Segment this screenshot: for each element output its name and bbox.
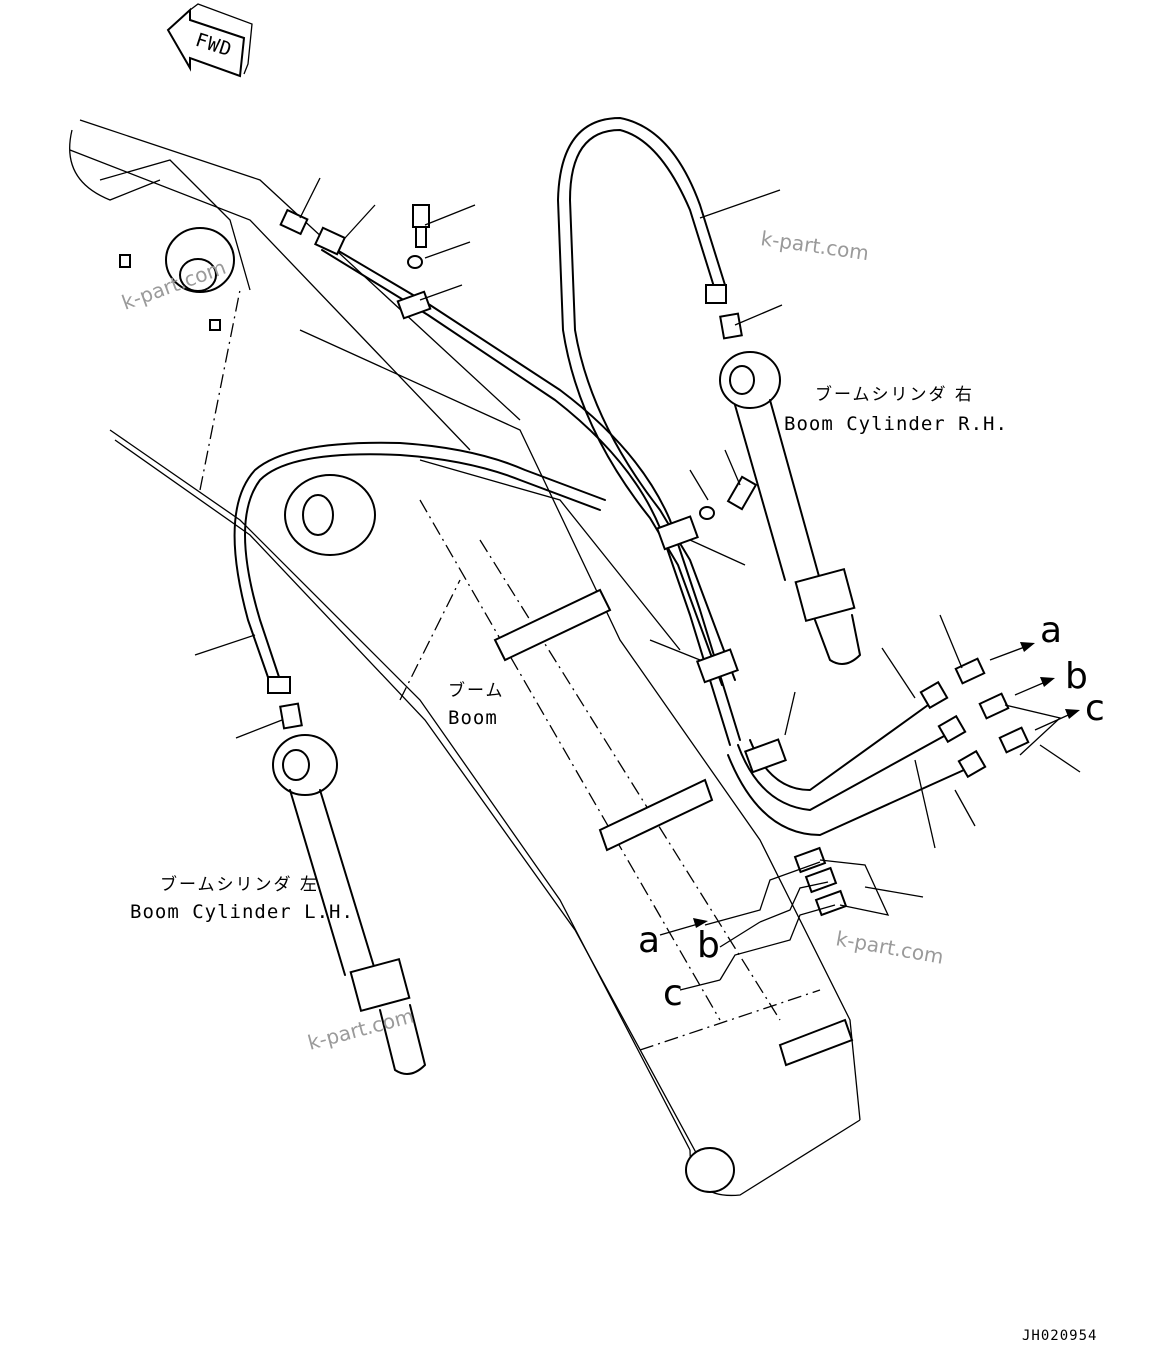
base-machine-detail bbox=[69, 129, 251, 331]
boom-cylinder-rh bbox=[719, 351, 861, 665]
labels: ブームシリンダ 右 Boom Cylinder R.H. ブーム Boom ブー… bbox=[130, 384, 1105, 1344]
letter-c-right: c bbox=[1085, 688, 1105, 729]
hose-clamps bbox=[396, 290, 787, 774]
drawing-code: JH020954 bbox=[1022, 1328, 1097, 1344]
boom-en: Boom bbox=[448, 707, 498, 729]
letter-b-left: b bbox=[697, 925, 720, 966]
watermark-3: k-part.com bbox=[834, 926, 945, 969]
fwd-arrow-icon: FWD bbox=[166, 3, 253, 78]
boom-cylinder-rh-en: Boom Cylinder R.H. bbox=[784, 413, 1008, 435]
letter-c-left: c bbox=[663, 973, 683, 1014]
boom-structure bbox=[69, 119, 861, 1197]
watermark-1: k-part.com bbox=[759, 226, 870, 265]
letter-a-left: a bbox=[638, 920, 660, 961]
boom-cylinder-lh bbox=[272, 734, 426, 1075]
boom-cylinder-rh-jp: ブームシリンダ 右 bbox=[815, 384, 974, 405]
boom-cylinder-lh-en: Boom Cylinder L.H. bbox=[130, 901, 354, 923]
letter-b-right: b bbox=[1065, 656, 1088, 697]
flow-arrows bbox=[659, 642, 1080, 991]
boom-jp: ブーム bbox=[448, 680, 505, 701]
boom-cylinder-lh-jp: ブームシリンダ 左 bbox=[160, 874, 319, 895]
leader-lines bbox=[194, 177, 1081, 916]
letter-a-right: a bbox=[1040, 610, 1062, 651]
fittings bbox=[267, 204, 1030, 917]
